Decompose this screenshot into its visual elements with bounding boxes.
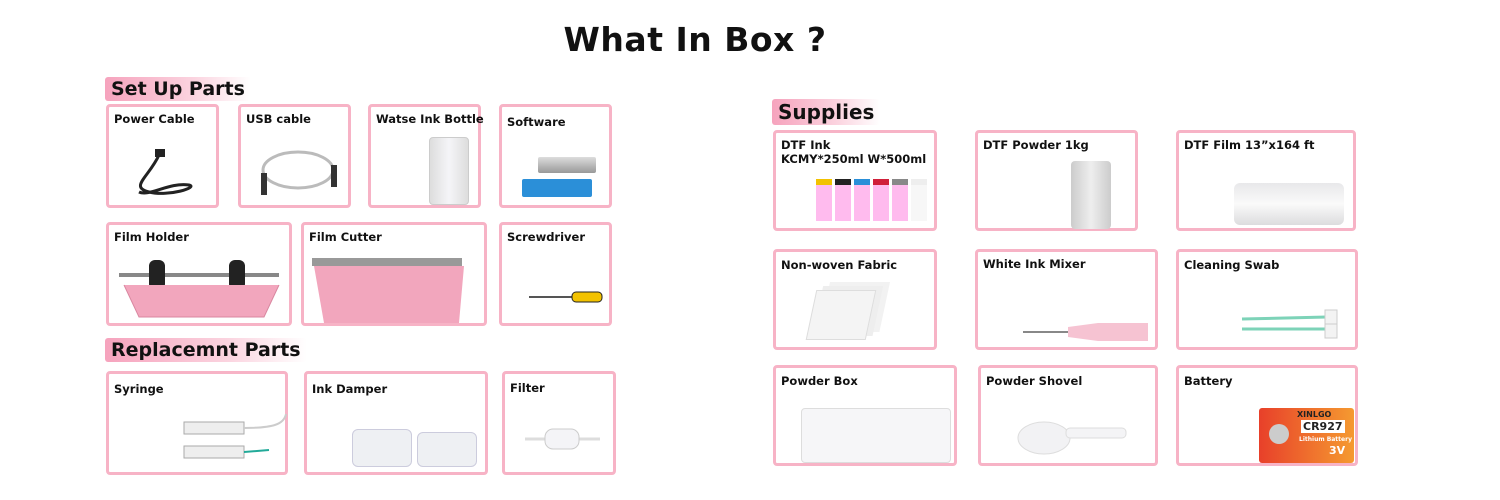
item-film-cutter: Film Cutter: [301, 222, 487, 326]
battery-model: CR927: [1301, 420, 1345, 433]
item-label: Filter: [510, 381, 545, 395]
item-label: Film Holder: [114, 230, 189, 244]
item-label: Battery: [1184, 374, 1233, 388]
film-holder-image: [119, 260, 280, 318]
box-image: [801, 408, 951, 463]
battery-brand: XINLGO: [1297, 410, 1332, 419]
item-label: DTF Powder 1kg: [983, 138, 1089, 152]
page-title: What In Box ?: [563, 20, 827, 59]
item-name: DTF Ink: [781, 138, 831, 152]
card-reader-icon: [522, 179, 592, 197]
item-label: Watse Ink Bottle: [376, 112, 484, 126]
item-label: Screwdriver: [507, 230, 586, 244]
item-power-cable: Power Cable: [106, 104, 219, 208]
section-header-replacement: Replacemnt Parts: [105, 338, 307, 362]
item-label: Non-woven Fabric: [781, 258, 898, 272]
battery-voltage: 3V: [1329, 444, 1346, 457]
item-dtf-powder: DTF Powder 1kg: [975, 130, 1138, 231]
item-label: Power Cable: [114, 112, 195, 126]
item-waste-ink-bottle: Watse Ink Bottle: [368, 104, 484, 208]
item-label: Powder Box: [781, 374, 858, 388]
battery-type: Lithium Battery: [1299, 436, 1352, 443]
usb-cable-image: [261, 150, 337, 195]
syringe-image: [183, 414, 287, 459]
damper-image: [417, 432, 477, 467]
item-label: Software: [507, 115, 566, 129]
mixer-image: [1023, 323, 1148, 341]
section-header-setup: Set Up Parts: [105, 77, 251, 101]
item-battery: Battery XINLGO CR927 Lithium Battery 3V: [1176, 365, 1358, 466]
item-detail: KCMY*250ml W*500ml: [781, 152, 927, 166]
bottle-image: [429, 137, 469, 205]
item-film-holder: Film Holder: [106, 222, 292, 326]
item-label: Cleaning Swab: [1184, 258, 1280, 272]
item-filter: Filter: [502, 371, 616, 475]
usb-drive-icon: [538, 157, 596, 173]
item-non-woven-fabric: Non-woven Fabric: [773, 249, 937, 350]
item-cleaning-swab: Cleaning Swab: [1176, 249, 1358, 350]
damper-image: [352, 429, 412, 467]
item-ink-damper: Ink Damper: [304, 371, 488, 475]
item-dtf-film: DTF Film 13”x164 ft: [1176, 130, 1356, 231]
item-label: Ink Damper: [312, 382, 388, 396]
shovel-image: [1017, 421, 1127, 455]
item-label: Film Cutter: [309, 230, 382, 244]
fabric-image: [805, 290, 877, 340]
item-white-ink-mixer: White Ink Mixer: [975, 249, 1158, 350]
section-header-supplies: Supplies: [772, 99, 881, 125]
battery-image: XINLGO CR927 Lithium Battery 3V: [1259, 408, 1354, 463]
filter-image: [525, 428, 600, 450]
ink-bottles-image: [816, 179, 927, 221]
swab-image: [1241, 309, 1338, 339]
item-screwdriver: Screwdriver: [499, 222, 612, 326]
item-powder-box: Powder Box: [773, 365, 957, 466]
item-label: White Ink Mixer: [983, 257, 1086, 271]
film-cutter-image: [312, 258, 464, 323]
item-software: Software: [499, 104, 612, 208]
screwdriver-image: [529, 291, 603, 303]
item-label: USB cable: [246, 112, 311, 126]
item-usb-cable: USB cable: [238, 104, 351, 208]
powder-bag-image: [1071, 161, 1111, 229]
film-roll-image: [1234, 183, 1344, 225]
item-powder-shovel: Powder Shovel: [978, 365, 1158, 466]
power-cable-image: [138, 149, 193, 195]
item-syringe: Syringe: [106, 371, 288, 475]
item-label: Syringe: [114, 382, 164, 396]
item-label: DTF Film 13”x164 ft: [1184, 138, 1315, 152]
item-label: Powder Shovel: [986, 374, 1083, 388]
